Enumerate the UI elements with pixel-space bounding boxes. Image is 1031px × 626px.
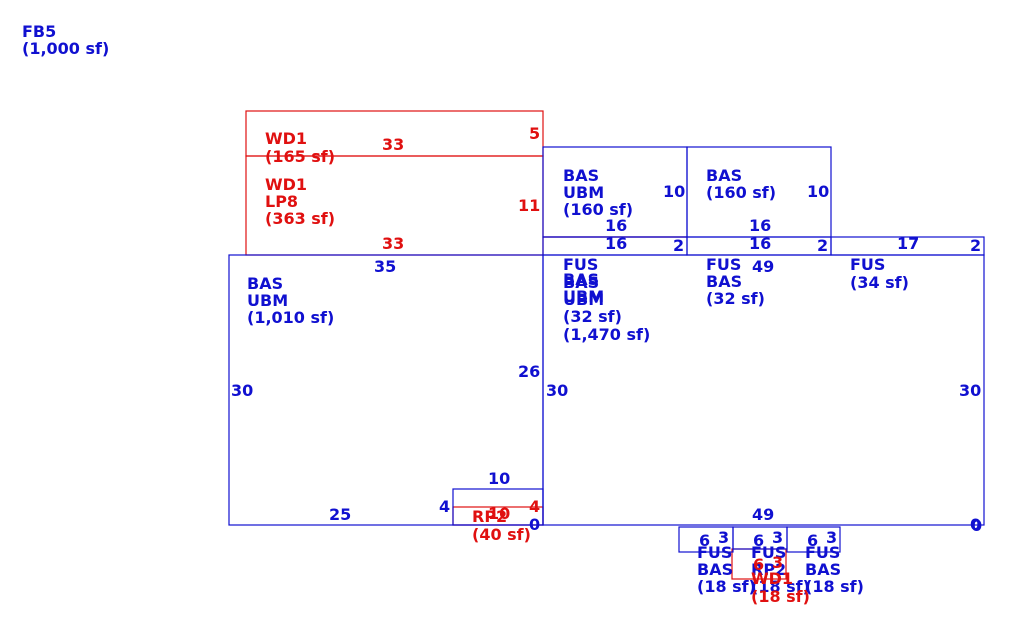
bas-ubm-160-area: (160 sf) [563, 200, 633, 219]
fus-strip1-label: FUS [563, 255, 598, 274]
dim-wd-bot-33: 33 [382, 234, 404, 253]
dim-rp-0: 0 [529, 515, 540, 534]
small2-label-1: FUS [751, 543, 786, 562]
fus-strip2-label: FUS [706, 255, 741, 274]
dim-bas1-16: 16 [605, 216, 627, 235]
wd1-small-area: (18 sf) [751, 587, 810, 606]
dim-s1-3: 3 [718, 528, 729, 547]
dim-zero-right-2: 0 [971, 516, 982, 535]
dim-rp-10-bot: 10 [488, 504, 510, 523]
wd1-lp8-label-2: LP8 [265, 192, 298, 211]
dim-left-30: 30 [231, 381, 253, 400]
rp-box-rect [452, 488, 544, 526]
main-area: (1,470 sf) [563, 325, 650, 344]
area-labels: WD1 (165 sf) WD1 LP8 (363 sf) BAS UBM (1… [247, 129, 909, 606]
wood-deck-outline [245, 110, 787, 580]
wd1-lp8-label-1: WD1 [265, 175, 307, 194]
dim-strip-2c: 2 [970, 236, 981, 255]
dim-wd-top-33: 33 [382, 135, 404, 154]
bas-ubm-160-label-2: UBM [563, 183, 604, 202]
wd1-lp8-area: (363 sf) [265, 209, 335, 228]
fus-strip2-area: (32 sf) [706, 289, 765, 308]
dim-s2-3: 3 [772, 528, 783, 547]
small2-label-2: RP2 [751, 560, 786, 579]
main-ubm-label: UBM [563, 287, 604, 306]
bas-ubm-1010-label-1: BAS [247, 274, 283, 293]
small1-label-2: BAS [697, 560, 733, 579]
dim-zero-right: 0 [970, 515, 981, 534]
dim-left-25: 25 [329, 505, 351, 524]
dim-main-49-top: 49 [752, 257, 774, 276]
dim-main-30-left: 30 [546, 381, 568, 400]
fus-strip1-area: (32 sf) [563, 307, 622, 326]
bas-ubm-1010-label-2: UBM [247, 291, 288, 310]
building-outline [228, 146, 985, 553]
dim-left-35: 35 [374, 257, 396, 276]
bas-ubm-1010-area: (1,010 sf) [247, 308, 334, 327]
small1-label-1: FUS [697, 543, 732, 562]
dimension-labels: 33 5 11 33 10 16 10 16 16 2 16 2 17 2 35… [231, 124, 982, 574]
wd1-top-area: (165 sf) [265, 147, 335, 166]
dim-wd-top-5: 5 [529, 124, 540, 143]
dim-wd-11: 11 [518, 196, 540, 215]
dim-strip-16b: 16 [749, 234, 771, 253]
small2-area: (18 sf) [751, 577, 810, 596]
small1-area: (18 sf) [697, 577, 756, 596]
dim-strip-2a: 2 [673, 236, 684, 255]
legend-code: FB5 [22, 22, 56, 41]
dim-s2-6b: 6 [753, 555, 764, 574]
rp2-label: RP2 [472, 507, 507, 526]
dim-strip-17: 17 [897, 234, 919, 253]
wd1-top-label: WD1 [265, 129, 307, 148]
dim-strip-2b: 2 [817, 236, 828, 255]
small3-label-2: BAS [805, 560, 841, 579]
bas-160-label: BAS [706, 166, 742, 185]
bas-160-area: (160 sf) [706, 183, 776, 202]
dim-left-26: 26 [518, 362, 540, 381]
fus-strip1-ubm: UBM [563, 290, 604, 309]
wd1-small-label: WD1 [751, 569, 793, 588]
dim-s1-6: 6 [699, 531, 710, 550]
dim-rp-4: 4 [529, 497, 540, 516]
dim-bas1-10: 10 [663, 182, 685, 201]
main-bas-label: BAS [563, 270, 599, 289]
dim-bas2-10: 10 [807, 182, 829, 201]
dim-strip-16a: 16 [605, 234, 627, 253]
dim-rp-10-top: 10 [488, 469, 510, 488]
small3-label-1: FUS [805, 543, 840, 562]
dim-s2-6: 6 [753, 531, 764, 550]
fus-strip1-bas: BAS [563, 273, 599, 292]
dim-main-49-bot: 49 [752, 505, 774, 524]
dim-s3-3: 3 [826, 528, 837, 547]
fus-strip2-bas: BAS [706, 272, 742, 291]
dim-s2-3b: 3 [772, 553, 783, 572]
small-box-3 [786, 526, 841, 553]
fus-strip-3 [830, 236, 985, 256]
dim-left-4: 4 [439, 497, 450, 516]
bas-ubm-160-label-1: BAS [563, 166, 599, 185]
fus-strip3-label: FUS [850, 255, 885, 274]
small3-area: (18 sf) [805, 577, 864, 596]
dim-s3-6: 6 [807, 531, 818, 550]
dim-main-30-right: 30 [959, 381, 981, 400]
legend-area: (1,000 sf) [22, 39, 109, 58]
fus-strip3-area: (34 sf) [850, 273, 909, 292]
dim-bas2-16: 16 [749, 216, 771, 235]
rp2-area: (40 sf) [472, 525, 531, 544]
